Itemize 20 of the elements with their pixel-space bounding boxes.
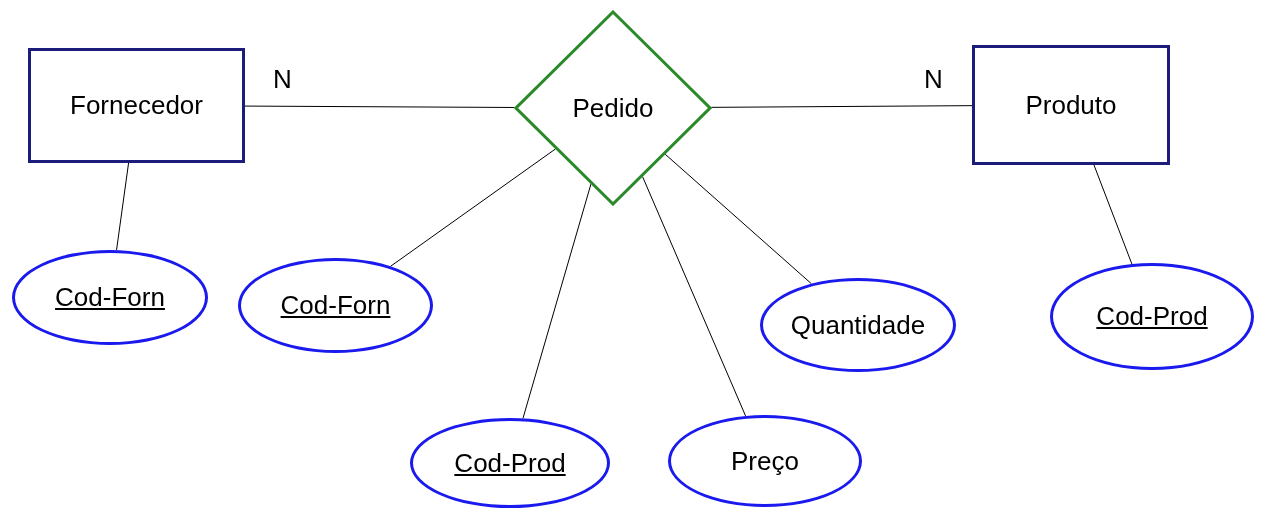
connector-line [390, 148, 556, 267]
connector-line [642, 176, 747, 417]
attribute-name: Cod-Forn [55, 281, 165, 314]
relationship-diamond [514, 10, 712, 206]
connector-line [116, 162, 130, 251]
entity-name: Produto [1025, 88, 1117, 122]
connector-line [244, 105, 515, 108]
entity-name: Fornecedor [70, 89, 203, 122]
connector-line [710, 105, 973, 108]
attribute-name: Cod-Prod [454, 446, 566, 480]
connector-line [1093, 164, 1133, 265]
attribute-name: Preço [731, 444, 799, 478]
attribute-name: Cod-Forn [280, 289, 391, 322]
attribute-name: Cod-Prod [1096, 300, 1208, 333]
relationship-name: Pedido [572, 91, 654, 125]
attribute-name: Quantidade [790, 308, 926, 342]
connector-line [664, 153, 812, 285]
connector-line [522, 183, 592, 419]
entity-box [28, 48, 245, 163]
entity-box [972, 45, 1170, 165]
